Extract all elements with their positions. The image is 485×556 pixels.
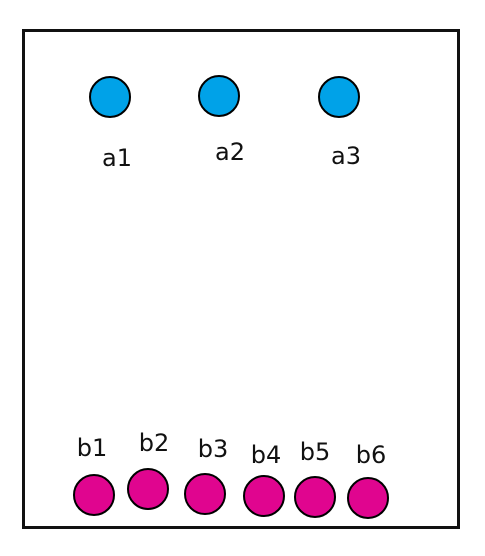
diagram-frame [22,29,460,529]
node-b4 [243,475,285,517]
node-b3 [184,473,226,515]
node-b5-label: b5 [299,438,331,466]
node-b4-label: b4 [250,441,282,469]
node-b5 [294,476,336,518]
node-b2-label: b2 [138,429,170,457]
node-b6 [347,477,389,519]
node-a3-label: a3 [331,142,361,170]
node-b3-label: b3 [197,435,229,463]
node-a3 [318,76,360,118]
node-b1-label: b1 [76,434,108,462]
node-a1 [89,76,131,118]
node-b2 [127,468,169,510]
node-a2 [198,75,240,117]
node-a2-label: a2 [215,138,245,166]
node-b6-label: b6 [355,441,387,469]
node-a1-label: a1 [102,144,132,172]
node-b1 [73,474,115,516]
